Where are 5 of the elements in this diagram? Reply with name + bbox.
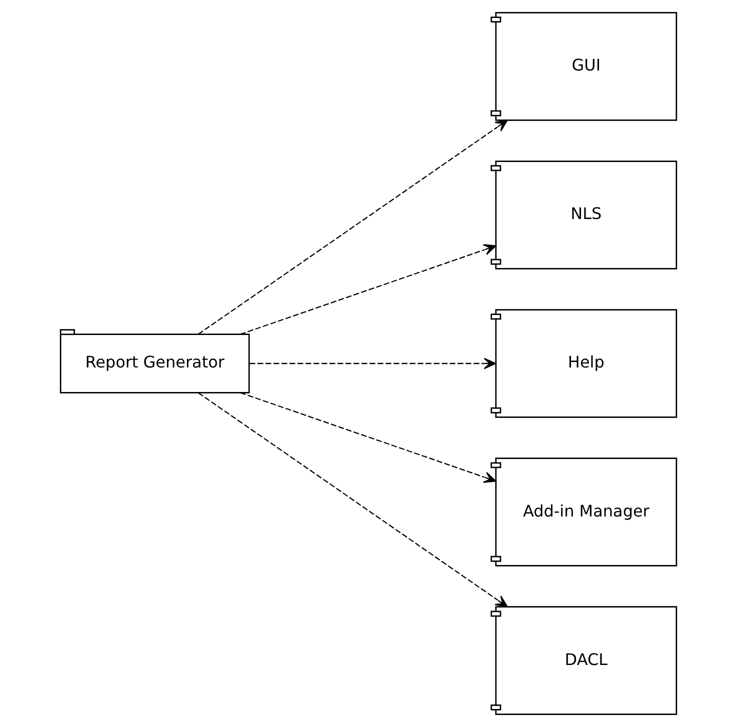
arrow [249, 358, 496, 370]
arrow [240, 244, 496, 335]
arrow [240, 392, 496, 483]
arrow [197, 392, 508, 608]
arrow [197, 120, 508, 335]
